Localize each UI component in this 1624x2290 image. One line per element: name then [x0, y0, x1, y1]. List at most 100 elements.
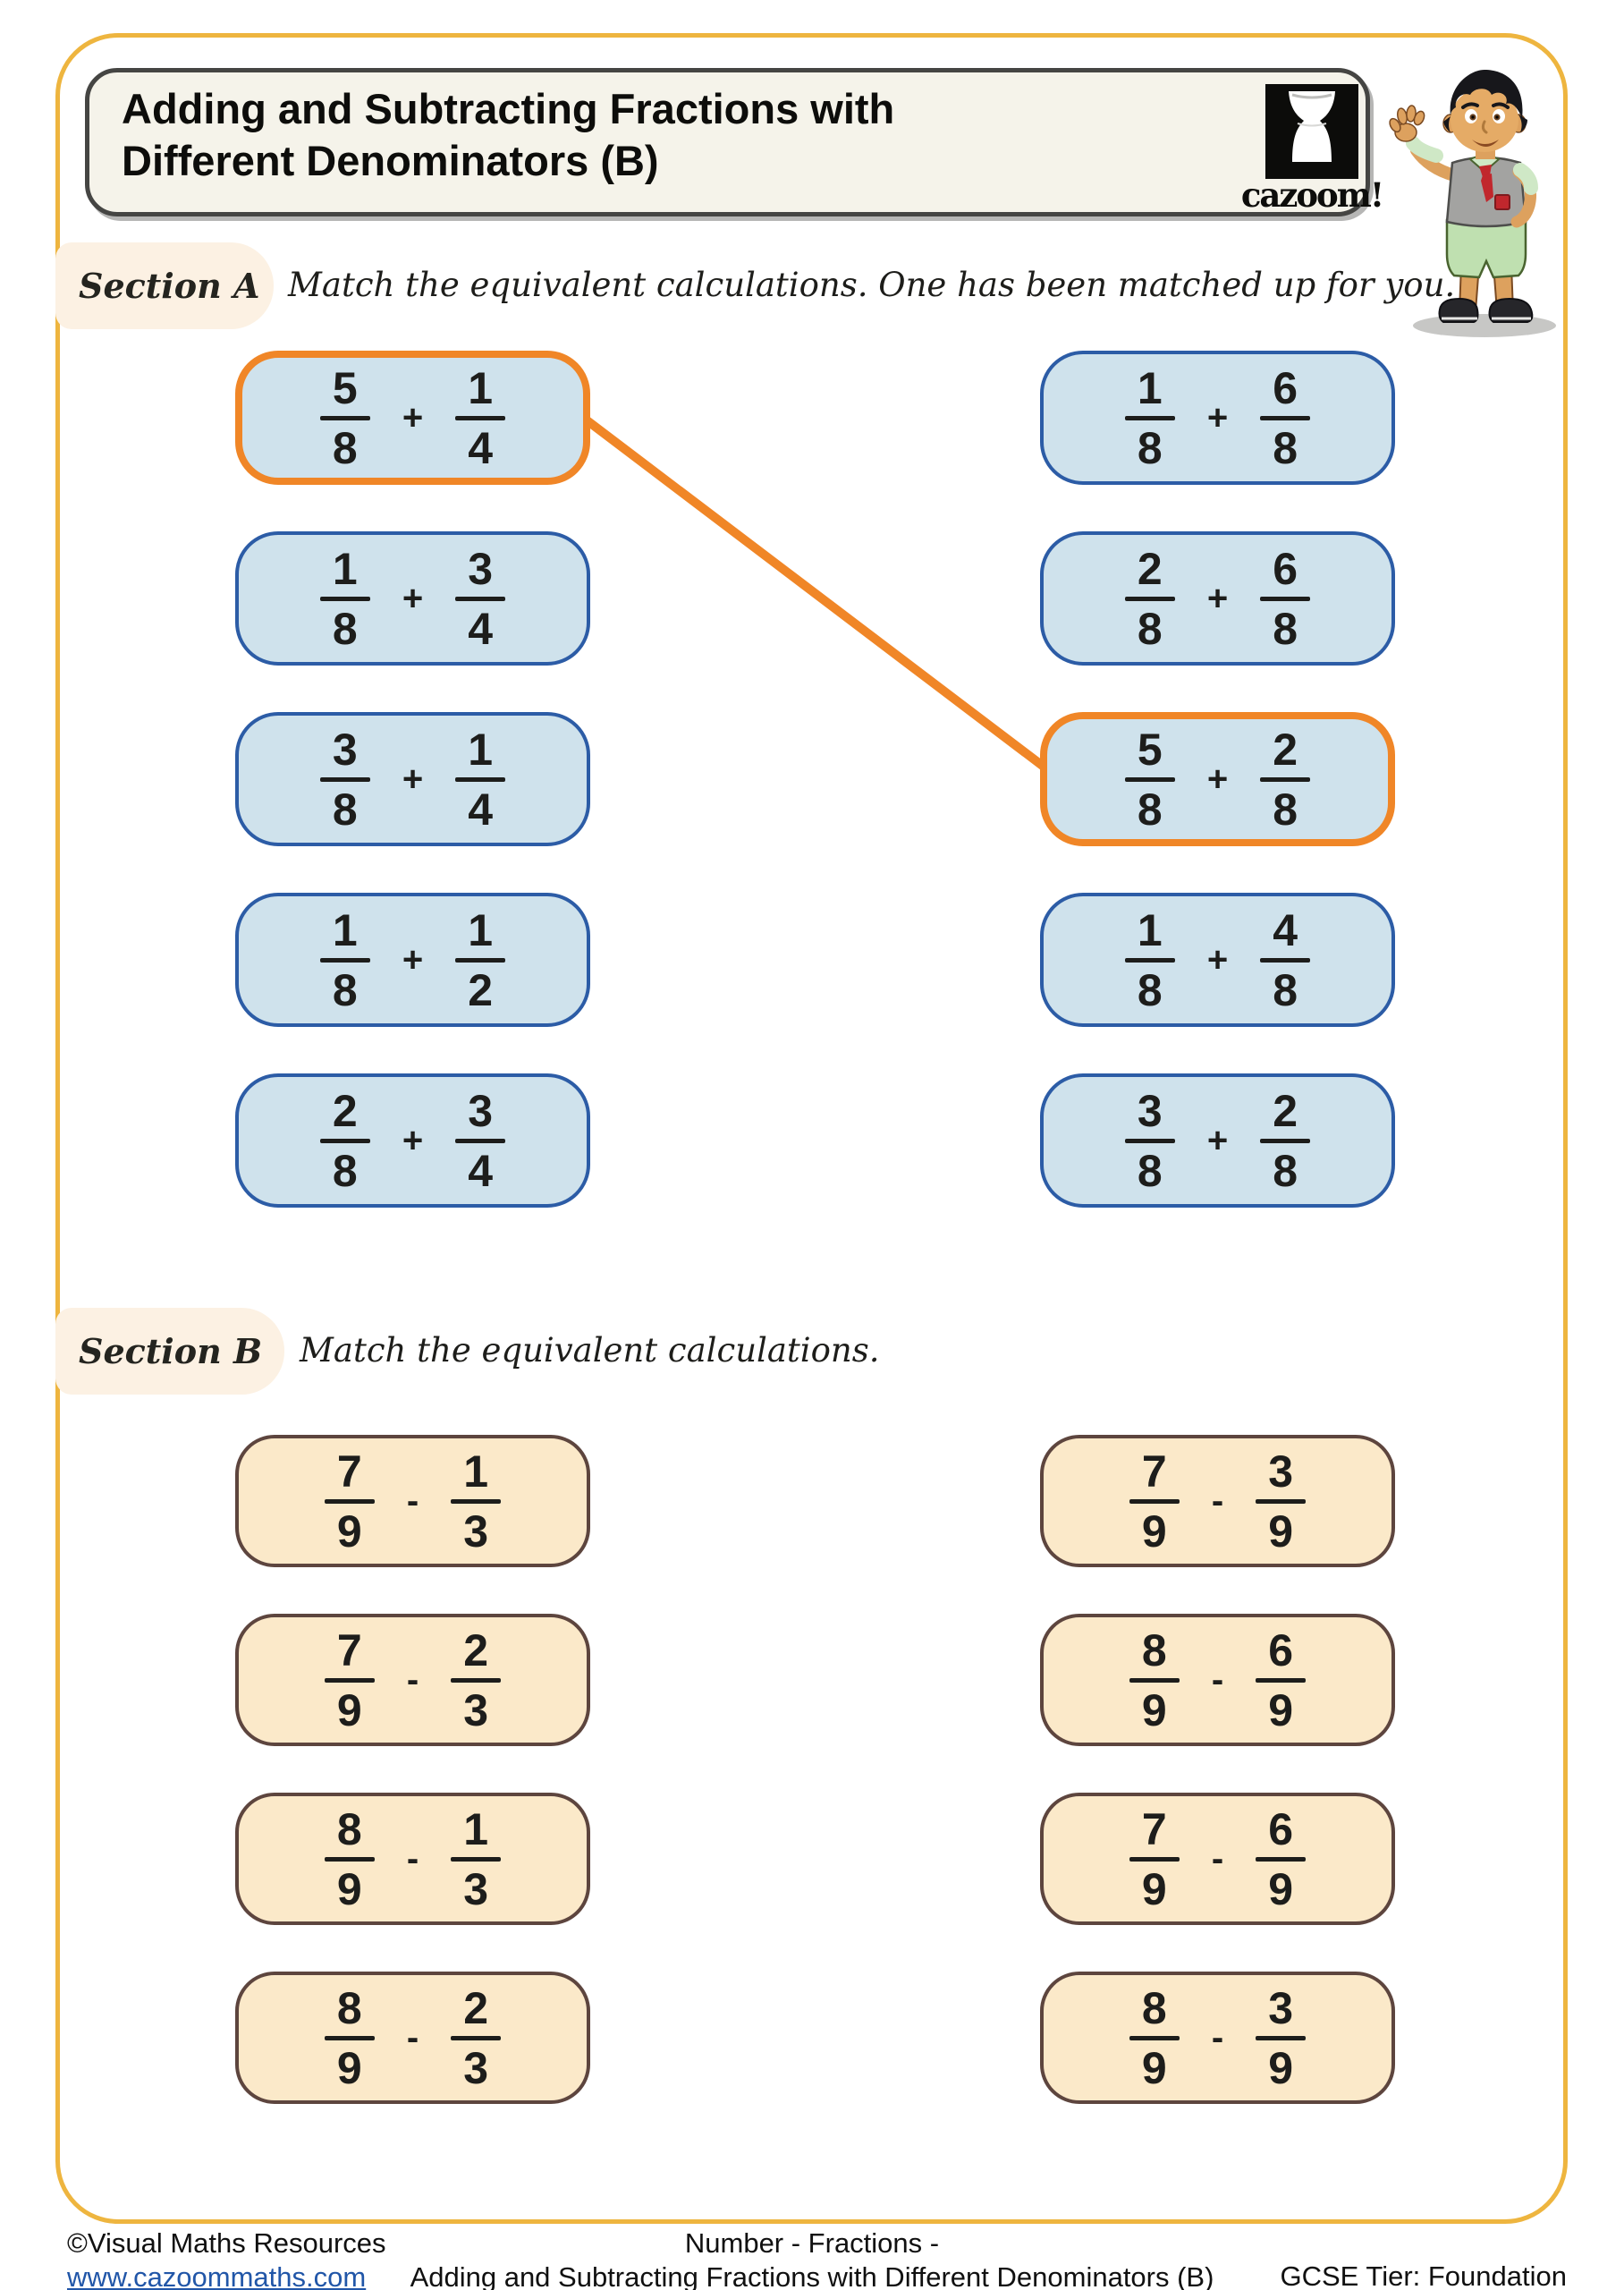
fraction-bar [319, 1138, 370, 1143]
numerator: 8 [336, 1982, 362, 2033]
denominator: 8 [1137, 964, 1163, 1015]
fraction-bar [451, 1498, 502, 1504]
cazoom-boy-mascot [1389, 70, 1556, 337]
operator: - [406, 1480, 419, 1521]
operator: - [406, 1659, 419, 1700]
denominator: 4 [468, 1145, 494, 1196]
section-b-instruction: Match the equivalent calculations. [300, 1331, 880, 1370]
denominator: 4 [468, 422, 494, 473]
fraction-bar [1256, 1677, 1307, 1683]
denominator: 9 [336, 1863, 362, 1914]
fraction-bar [455, 957, 506, 963]
numerator: 7 [1141, 1803, 1167, 1854]
numerator: 3 [468, 1085, 494, 1136]
page-title-line1: Adding and Subtracting Fractions with [122, 85, 895, 132]
fraction-bar [1129, 1856, 1180, 1862]
numerator: 7 [336, 1624, 362, 1675]
numerator: 3 [1268, 1446, 1294, 1497]
numerator: 1 [463, 1803, 489, 1854]
denominator: 3 [463, 2042, 489, 2093]
numerator: 1 [463, 1446, 489, 1497]
fraction-bar [319, 415, 370, 420]
denominator: 9 [1268, 1684, 1294, 1735]
numerator: 5 [332, 362, 358, 413]
denominator: 8 [1137, 603, 1163, 654]
numerator: 5 [1137, 724, 1163, 775]
section-b-label-text: Section B [79, 1331, 263, 1371]
fraction-bar [455, 596, 506, 601]
numerator: 7 [1141, 1446, 1167, 1497]
denominator: 8 [332, 603, 358, 654]
denominator: 8 [332, 784, 358, 835]
section-b-label: Section B [55, 1308, 284, 1395]
operator: - [406, 1838, 419, 1879]
denominator: 2 [468, 964, 494, 1015]
numerator: 7 [336, 1446, 362, 1497]
operator: + [1206, 939, 1229, 980]
operator: + [1206, 1120, 1229, 1160]
denominator: 9 [1268, 1505, 1294, 1556]
fraction-bar [324, 1856, 375, 1862]
fraction-bar [1129, 1498, 1180, 1504]
numerator: 8 [1141, 1982, 1167, 2033]
denominator: 4 [468, 784, 494, 835]
worksheet-header: Adding and Subtracting Fractions with Di… [85, 68, 1384, 216]
numerator: 6 [1268, 1624, 1294, 1675]
cazoom-logo: cazoom! [1236, 84, 1388, 215]
operator: + [402, 759, 424, 799]
fraction-bar [1124, 596, 1175, 601]
operator: + [402, 939, 424, 980]
numerator: 1 [332, 904, 358, 955]
fraction-bar [1124, 957, 1175, 963]
numerator: 6 [1273, 543, 1298, 594]
section-a-label: Section A [55, 242, 274, 329]
fraction-bar [1124, 776, 1175, 782]
numerator: 6 [1273, 362, 1298, 413]
numerator: 3 [468, 543, 494, 594]
fraction-bar [1256, 2035, 1307, 2040]
operator: - [1211, 1838, 1224, 1879]
website-link[interactable]: www.cazoommaths.com [67, 2261, 367, 2290]
denominator: 8 [1273, 1145, 1298, 1196]
operator: - [1211, 2017, 1224, 2057]
cazoom-logo-text: cazoom! [1240, 175, 1384, 215]
fraction-bar [1256, 1498, 1307, 1504]
cazoom-drum-icon [1265, 84, 1358, 179]
operator: + [1206, 578, 1229, 618]
denominator: 9 [336, 1684, 362, 1735]
operator: - [406, 2017, 419, 2057]
denominator: 8 [1273, 422, 1298, 473]
numerator: 6 [1268, 1803, 1294, 1854]
operator: + [402, 1120, 424, 1160]
